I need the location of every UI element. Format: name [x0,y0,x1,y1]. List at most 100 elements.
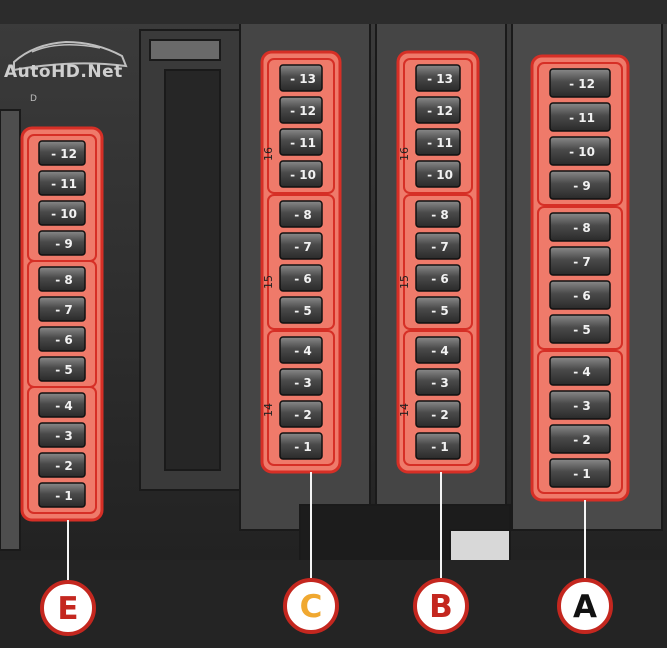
fuse-number: - 6 [55,333,73,347]
fuse-number: - 11 [427,136,453,150]
fuse-number: - 7 [573,255,591,269]
fuse-slot [279,296,323,324]
block-label-b: B [413,578,469,634]
fuse-slot [415,336,461,364]
fuse-number: - 8 [294,208,312,222]
label-letter: B [429,589,453,625]
fuse-number: - 12 [427,104,453,118]
block-label-a: A [557,578,613,634]
fuse-number: - 13 [290,72,316,86]
fuse-group [537,350,623,494]
side-label: 14 [262,403,275,417]
fuse-slot [415,64,461,92]
block-highlight [20,126,104,522]
fuse-slot [415,128,461,156]
fuse-slot [38,356,86,382]
fuse-number: - 10 [427,168,453,182]
fuse-number: - 9 [573,179,591,193]
fuse-slot [38,326,86,352]
fuse-slot [279,400,323,428]
fuse-number: - 5 [294,304,312,318]
fuse-slot [279,232,323,260]
fuse-slot [38,392,86,418]
fuse-number: - 7 [55,303,73,317]
fuse-slot [415,232,461,260]
fuse-slot [279,432,323,460]
fuse-slot [38,422,86,448]
fuse-number: - 5 [431,304,449,318]
fuse-group [267,58,335,194]
label-circle [40,580,96,636]
fuse-slot [415,368,461,396]
car-logo-icon [13,40,128,72]
fuse-number: - 7 [294,240,312,254]
fuse-slot [549,280,611,310]
fuse-slot [549,458,611,488]
fuse-number: - 4 [573,365,591,379]
fuse-number: - 11 [290,136,316,150]
block-highlight [530,54,630,502]
fuse-slot [549,314,611,344]
fuse-group [537,62,623,206]
fuse-number: - 1 [55,489,73,503]
side-label: 14 [398,403,411,417]
fuse-slot [549,170,611,200]
fuse-number: - 3 [573,399,591,413]
fuse-slot [279,64,323,92]
fuse-number: - 4 [431,344,449,358]
fuse-number: - 6 [573,289,591,303]
fuse-slot [549,136,611,166]
fuse-slot [549,424,611,454]
fuse-slot [279,128,323,156]
fuse-group [403,330,473,466]
fuse-slot [38,230,86,256]
watermark-brand: AutoHD.Net [4,62,123,82]
fuse-number: - 13 [427,72,453,86]
label-letter: A [573,589,597,625]
fuse-number: - 2 [294,408,312,422]
fuse-slot [549,68,611,98]
fuse-slot [415,200,461,228]
watermark-sub: D [30,94,37,104]
fuse-slot [38,296,86,322]
fuse-number: - 11 [569,111,595,125]
fuse-group [537,206,623,350]
fuse-group [403,194,473,330]
fuse-slot [549,390,611,420]
fuse-number: - 12 [51,147,77,161]
fuse-number: - 6 [431,272,449,286]
fuse-block-e: - 12- 11- 10- 9- 8- 7- 6- 5- 4- 3- 2- 1 [20,126,104,522]
fuse-slot [38,170,86,196]
fuse-number: - 2 [431,408,449,422]
fuse-number: - 12 [569,77,595,91]
fuse-number: - 8 [573,221,591,235]
fuse-slot [415,296,461,324]
label-circle [283,578,339,634]
fuse-number: - 11 [51,177,77,191]
fuse-slot [38,140,86,166]
fuse-number: - 7 [431,240,449,254]
fuse-number: - 2 [55,459,73,473]
fuse-slot [279,264,323,292]
fuse-slot [415,160,461,188]
block-label-c: C [283,578,339,634]
label-circle [413,578,469,634]
fuse-slot [38,200,86,226]
fuse-slot [549,102,611,132]
fuse-number: - 5 [55,363,73,377]
fuse-slot [549,356,611,386]
fuse-slot [279,160,323,188]
fuse-number: - 4 [294,344,312,358]
fuse-slot [415,96,461,124]
fuse-number: - 9 [55,237,73,251]
fuse-group [27,386,97,514]
fuse-number: - 8 [55,273,73,287]
side-label: 16 [398,147,411,161]
fuse-number: - 10 [51,207,77,221]
fuse-number: - 3 [55,429,73,443]
fuse-number: - 3 [294,376,312,390]
side-label: 15 [262,275,275,289]
side-label: 15 [398,275,411,289]
